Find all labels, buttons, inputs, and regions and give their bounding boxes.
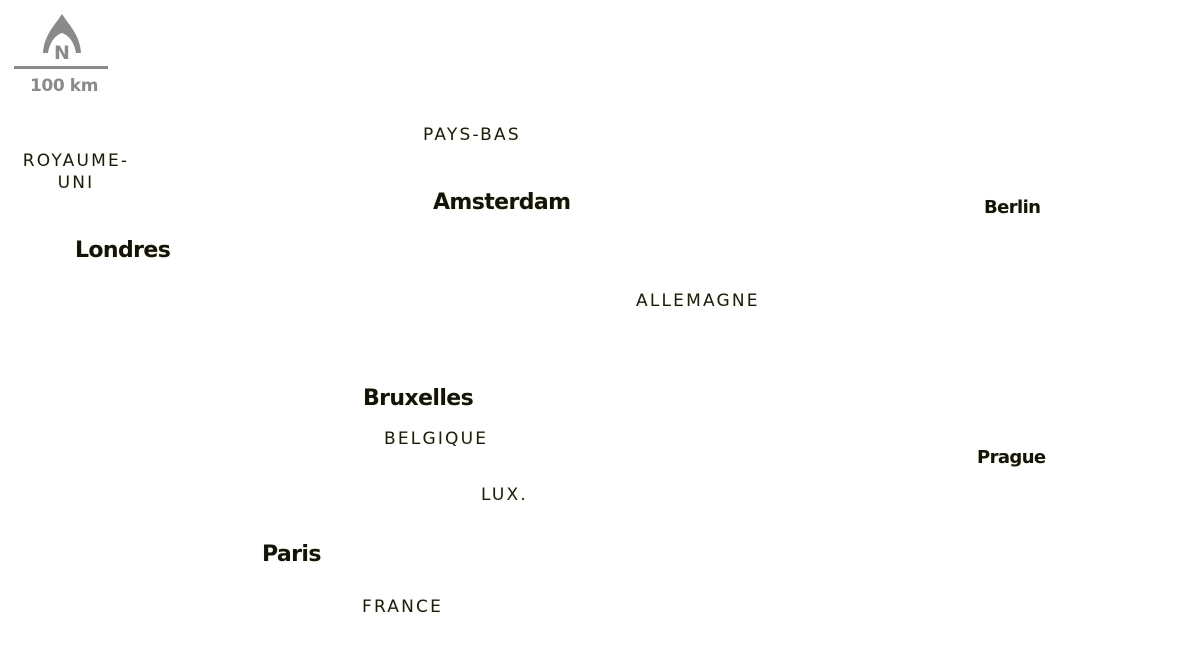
country-label-nl: PAYS-BAS	[423, 125, 521, 145]
north-label: N	[54, 42, 70, 61]
north-arrow-icon: N	[40, 13, 84, 65]
city-label-paris[interactable]: Paris	[262, 542, 321, 567]
country-label-de: ALLEMAGNE	[636, 291, 760, 311]
city-label-berlin[interactable]: Berlin	[984, 197, 1041, 218]
city-label-prague[interactable]: Prague	[977, 447, 1046, 468]
city-label-london[interactable]: Londres	[75, 238, 171, 263]
city-label-amsterdam[interactable]: Amsterdam	[433, 190, 571, 215]
country-label-fr: FRANCE	[362, 597, 444, 617]
country-label-uk: ROYAUME- UNI	[22, 151, 130, 193]
city-label-brussels[interactable]: Bruxelles	[363, 386, 474, 411]
country-label-lu: LUX.	[481, 485, 528, 505]
scale-label: 100 km	[30, 76, 99, 96]
country-label-be: BELGIQUE	[384, 429, 489, 449]
scale-bar	[14, 66, 108, 69]
